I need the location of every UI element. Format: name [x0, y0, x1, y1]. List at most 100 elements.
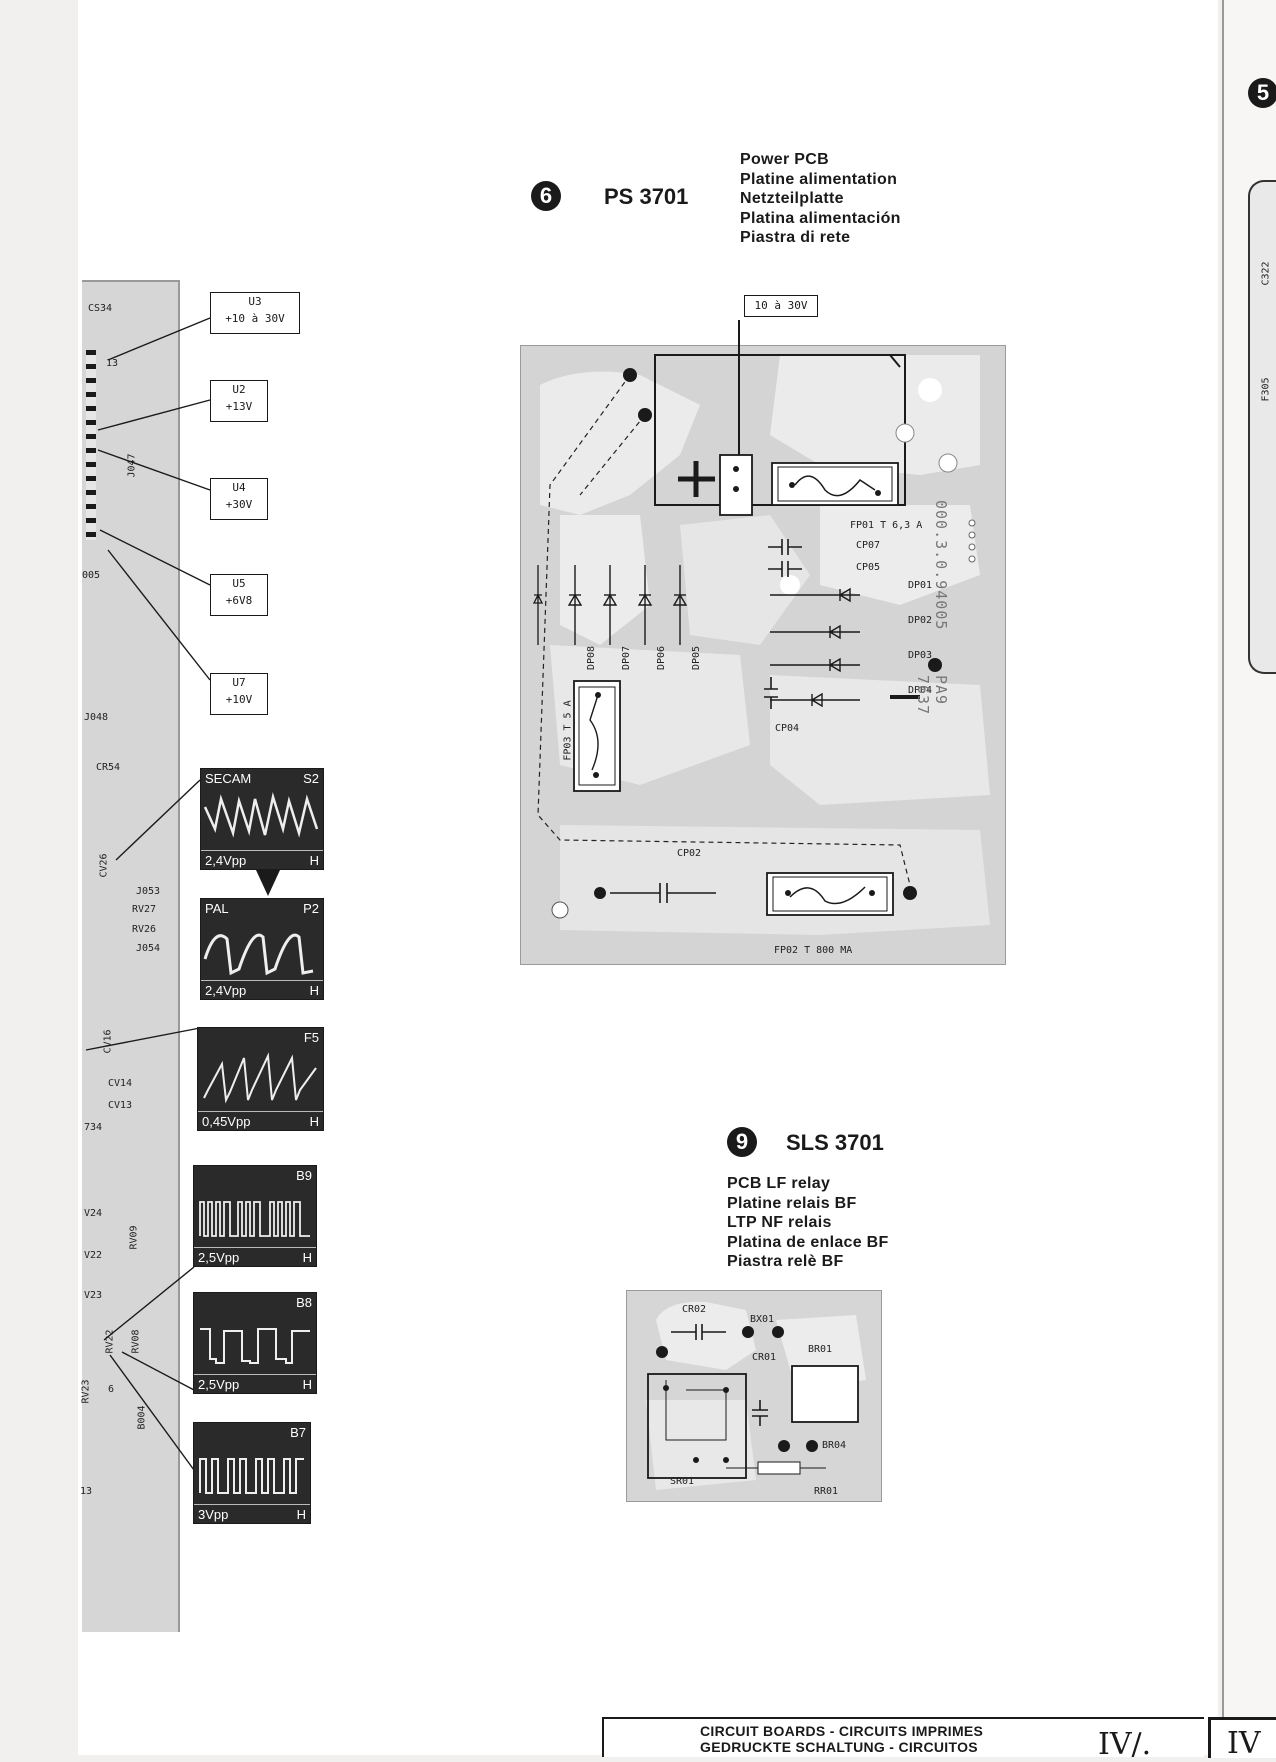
footer-line-1: CIRCUIT BOARDS - CIRCUITS IMPRIMES	[700, 1723, 984, 1739]
label-rv27: RV27	[132, 904, 157, 915]
label-fp03: FP03 T 5 A	[562, 700, 574, 761]
label-cp02: CP02	[677, 848, 702, 859]
scope-f5-amplitude: 0,45Vpp	[202, 1114, 251, 1129]
scope-s2-timebase: H	[309, 853, 319, 868]
testpoint-u4-id: U4	[232, 481, 246, 494]
board-number-badge-6: 6	[531, 181, 561, 211]
ps-board-titles: Power PCB Platine alimentation Netzteilp…	[740, 150, 901, 248]
scope-f5-timebase: H	[309, 1114, 319, 1129]
testpoint-u3-id: U3	[248, 295, 262, 308]
label-dp02: DP02	[908, 615, 933, 626]
scope-s2-amplitude: 2,4Vpp	[205, 853, 247, 868]
label-cp05: CP05	[856, 562, 881, 573]
testpoint-u2-id: U2	[232, 383, 246, 396]
label-board-code: PA9 7637	[914, 675, 950, 716]
ps-board-name: PS 3701	[604, 184, 689, 209]
label-fp01: FP01 T 6,3 A	[850, 520, 923, 531]
label-fp02: FP02 T 800 MA	[774, 945, 853, 956]
label-13: 13	[106, 358, 119, 369]
label-dp08: DP08	[586, 645, 597, 670]
label-13b: 13	[80, 1486, 93, 1497]
label-dp05: DP05	[691, 645, 702, 670]
sls-title-en: PCB LF relay	[727, 1175, 831, 1192]
label-v24: V24	[84, 1208, 103, 1219]
leader-lines	[85, 317, 280, 1471]
sls-title-it: Piastra relè BF	[727, 1253, 844, 1270]
footer-page-number: IV/.	[1098, 1727, 1152, 1762]
scope-p2-footer	[201, 980, 323, 999]
scope-b9-waveform	[199, 1201, 310, 1237]
testpoint-u4-value: +30V	[225, 498, 253, 511]
sls-title-de: LTP NF relais	[727, 1214, 832, 1231]
ps-board: FP01 T 6,3 A CP07 CP05 DP01 DP02 DP03 DP…	[519, 320, 1007, 966]
scope-b9: B9 2,5Vpp H	[193, 1165, 317, 1267]
scope-s2-waveform	[203, 792, 319, 838]
scope-p2-amplitude: 2,4Vpp	[205, 983, 247, 998]
scope-s2-testpoint: S2	[303, 771, 319, 786]
label-j054: J054	[136, 943, 161, 954]
next-page-number: IV	[1227, 1726, 1261, 1761]
testpoint-u3-value: +10 à 30V	[225, 312, 285, 325]
scope-b8-timebase: H	[302, 1377, 312, 1392]
scope-b9-testpoint: B9	[296, 1168, 312, 1183]
testpoint-box-u5: U5 +6V8	[210, 574, 268, 616]
testpoint-box-u7: U7 +10V	[210, 673, 268, 715]
label-v23: V23	[84, 1290, 103, 1301]
board-number-badge-9: 9	[727, 1127, 757, 1157]
label-br01: BR01	[808, 1344, 833, 1355]
scope-b9-footer	[194, 1247, 316, 1266]
label-cv13: CV13	[108, 1100, 133, 1111]
label-005: 005	[82, 570, 101, 581]
sls-title-fr: Platine relais BF	[727, 1194, 857, 1212]
label-cr54: CR54	[96, 762, 121, 773]
label-v22: V22	[84, 1250, 103, 1261]
ps-title-fr: Platine alimentation	[740, 170, 898, 188]
label-c322: C322	[1260, 261, 1272, 286]
ps-title-de: Netzteilplatte	[740, 190, 844, 207]
scope-b9-timebase: H	[302, 1250, 312, 1265]
scope-b7-footer	[194, 1504, 310, 1523]
label-cr01: CR01	[752, 1352, 777, 1363]
scope-b8-waveform	[200, 1328, 310, 1364]
testpoint-u5-value: +6V8	[225, 594, 253, 607]
label-dp06: DP06	[656, 645, 667, 670]
scope-p2: PAL P2 2,4Vpp H	[200, 898, 324, 1000]
scope-f5: F5 0,45Vpp H	[197, 1027, 324, 1131]
scope-f5-waveform	[203, 1052, 317, 1104]
scope-p2-timebase: H	[309, 983, 319, 998]
testpoint-box-u2: U2 +13V	[210, 380, 268, 422]
ps-voltage-box: 10 à 30V	[744, 295, 818, 317]
testpoint-u2-value: +13V	[225, 400, 253, 413]
label-dp01: DP01	[908, 580, 933, 591]
scope-p2-testpoint: P2	[303, 901, 319, 916]
sls-title-es: Platina de enlace BF	[727, 1233, 889, 1251]
scope-f5-testpoint: F5	[303, 1030, 319, 1045]
testpoint-box-u3: U3 +10 à 30V	[210, 292, 300, 334]
label-cs34: CS34	[88, 303, 113, 314]
scope-b8: B8 2,5Vpp H	[193, 1292, 317, 1394]
ps-board-drawing	[519, 344, 1007, 966]
label-rv26: RV26	[132, 924, 157, 935]
label-sr01: SR01	[670, 1476, 695, 1487]
label-j053: J053	[136, 886, 161, 897]
label-cp04: CP04	[775, 723, 800, 734]
scope-b7-testpoint: B7	[290, 1425, 306, 1440]
testpoint-box-u4: U4 +30V	[210, 478, 268, 520]
next-page-footer: IV	[1208, 1717, 1276, 1761]
label-dp03: DP03	[908, 650, 933, 661]
scope-b7-waveform	[199, 1458, 304, 1494]
label-734: 734	[84, 1122, 103, 1133]
label-br04: BR04	[822, 1440, 847, 1451]
label-j048: J048	[84, 712, 109, 723]
scope-p2-standard: PAL	[205, 901, 229, 916]
label-cp07: CP07	[856, 540, 881, 551]
scope-b7-timebase: H	[296, 1507, 306, 1522]
testpoint-u7-id: U7	[232, 676, 246, 689]
sls-board-name: SLS 3701	[786, 1130, 884, 1155]
page-footer: CIRCUIT BOARDS - CIRCUITS IMPRIMES GEDRU…	[602, 1717, 1204, 1762]
right-edge-board	[1248, 180, 1276, 674]
label-dp07: DP07	[621, 645, 632, 670]
label-board-serial: 000.3.0.94005	[932, 500, 950, 631]
label-f305: F305	[1260, 377, 1272, 402]
scope-s2-standard: SECAM	[205, 771, 252, 786]
